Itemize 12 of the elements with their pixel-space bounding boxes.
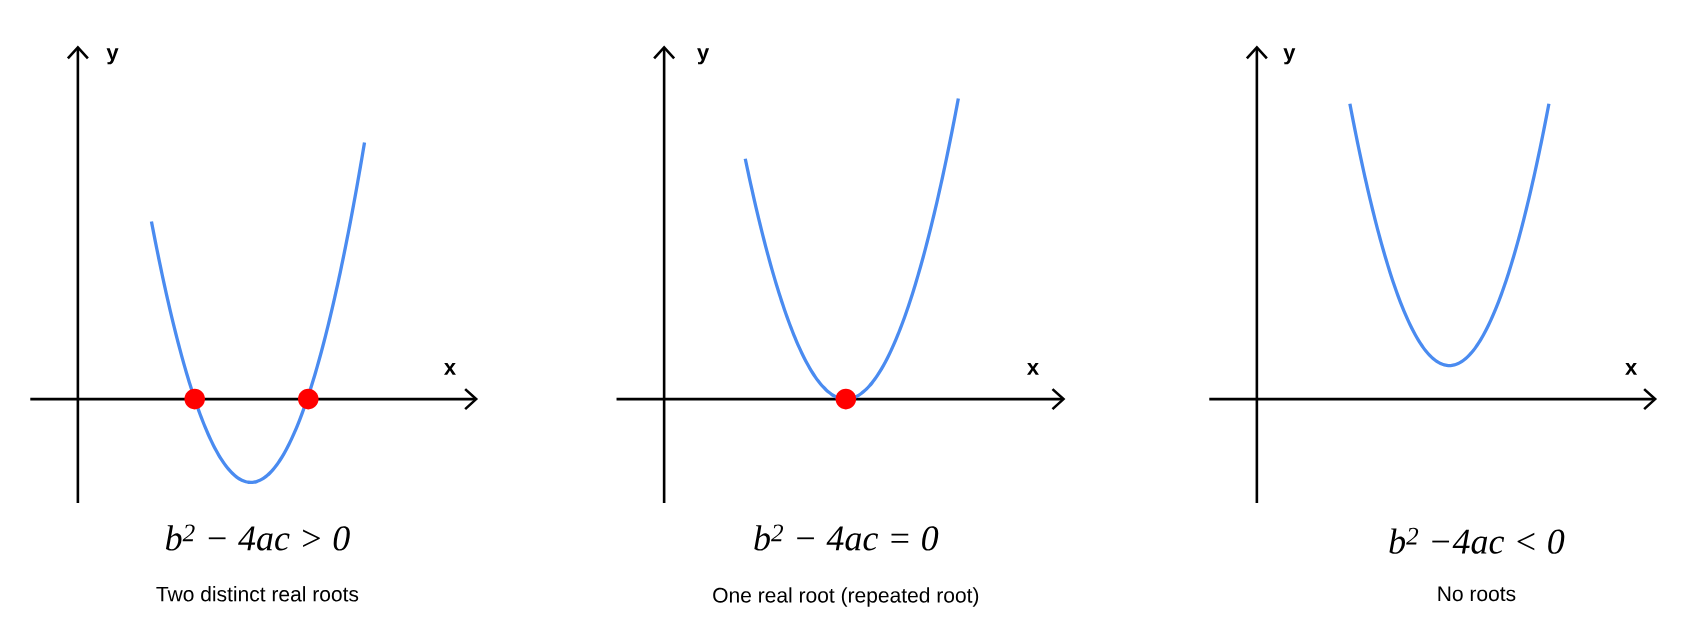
axis-label: y [1283, 48, 1296, 65]
axis-label: x [444, 363, 456, 375]
caption: No roots [1438, 586, 1516, 602]
axis-label: x [1027, 363, 1039, 375]
discriminant-condition: b$^{2}$ − 4ac = 0 [754, 524, 939, 551]
caption: Two distinct real roots [156, 586, 359, 602]
discriminant-condition: b$^{2}$ −4ac < 0 [1389, 527, 1565, 554]
axis-label: x [1625, 363, 1638, 375]
caption: One real root (repeated root) [713, 587, 979, 607]
axis-label: y [697, 48, 710, 65]
discriminant-condition: b$^{2}$ − 4ac > 0 [165, 524, 350, 551]
axis-label: y [106, 48, 119, 65]
